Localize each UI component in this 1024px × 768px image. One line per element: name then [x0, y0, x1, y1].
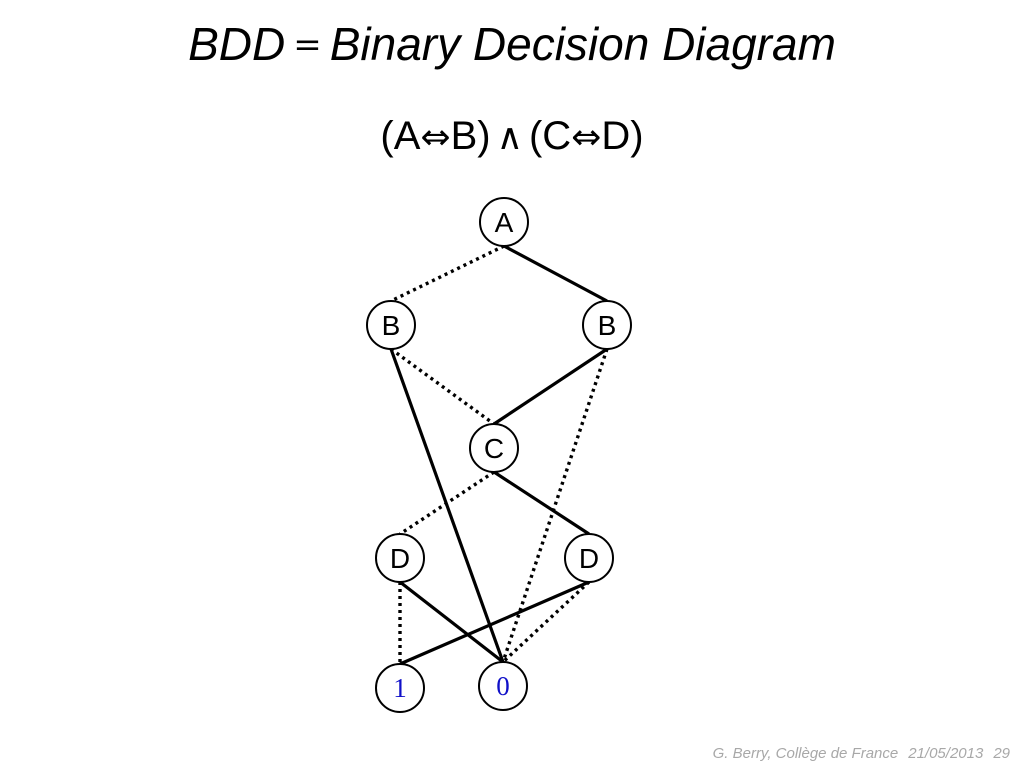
variable-node-a: A: [479, 197, 529, 247]
node-label: D: [390, 543, 410, 574]
footer-author: G. Berry, Collège de France: [712, 745, 899, 762]
variable-node-c: C: [469, 423, 519, 473]
edge-b1-t0-solid: [389, 348, 505, 663]
footer-page-number: 29: [993, 745, 1010, 762]
variable-node-b2: B: [582, 300, 632, 350]
node-label: B: [382, 310, 401, 341]
terminal-node-t0: 0: [478, 661, 528, 711]
terminal-node-t1: 1: [375, 663, 425, 713]
edge-d2-t1-solid: [399, 580, 590, 666]
formula-open-a: (A: [380, 114, 421, 158]
boolean-formula: (A⇔B)∧(C⇔D): [0, 108, 1024, 166]
and-symbol: ∧: [496, 117, 523, 158]
formula-open-c: (C: [528, 114, 572, 158]
formula-d-close: D): [601, 114, 644, 158]
edge-a-b1-dotted: [390, 244, 505, 303]
slide-title: BDD=Binary Decision Diagram: [0, 12, 1024, 77]
node-label: B: [598, 310, 617, 341]
node-label: 0: [496, 671, 510, 701]
node-circle: [366, 300, 416, 350]
node-circle: [582, 300, 632, 350]
node-circle: [469, 423, 519, 473]
edge-d1-t0-solid: [399, 580, 504, 664]
node-circle: [478, 661, 528, 711]
node-layer: A B B C D D 1 0: [366, 197, 632, 713]
title-expansion: Binary Decision Diagram: [329, 18, 836, 70]
node-label: 1: [393, 673, 407, 703]
node-circle: [479, 197, 529, 247]
variable-node-d2: D: [564, 533, 614, 583]
edge-b1-c-dotted: [389, 347, 496, 426]
node-circle: [375, 533, 425, 583]
node-label: C: [484, 433, 504, 464]
footer-date: 21/05/2013: [908, 745, 984, 762]
formula-b-close: B): [450, 114, 491, 158]
edge-a-b2-solid: [503, 244, 608, 303]
edge-d2-t0-dotted: [501, 580, 591, 664]
title-acronym: BDD: [188, 18, 286, 70]
node-circle: [564, 533, 614, 583]
variable-node-b1: B: [366, 300, 416, 350]
iff-symbol-1: ⇔: [420, 117, 451, 158]
node-label: A: [495, 207, 514, 238]
edge-c-d2-solid: [493, 470, 590, 536]
node-label: D: [579, 543, 599, 574]
edge-b2-t0-dotted: [501, 348, 609, 663]
iff-symbol-2: ⇔: [571, 117, 602, 158]
node-circle: [375, 663, 425, 713]
edge-b2-c-solid: [493, 347, 608, 426]
edge-layer: [389, 244, 609, 666]
title-equals-sign: =: [293, 25, 322, 65]
slide-footer: G. Berry, Collège de France 21/05/2013 29: [713, 745, 1010, 762]
edge-c-d1-dotted: [399, 470, 495, 536]
variable-node-d1: D: [375, 533, 425, 583]
